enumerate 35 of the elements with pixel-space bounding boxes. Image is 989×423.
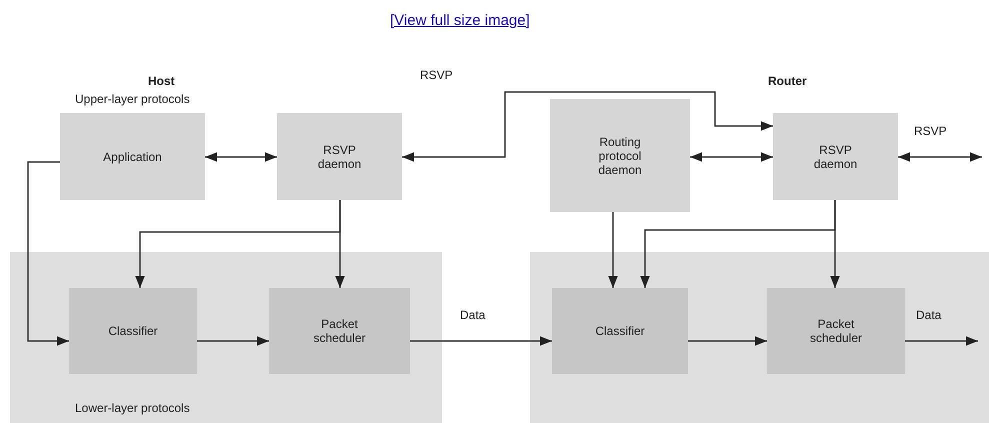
arrow <box>690 152 773 162</box>
arrow <box>830 200 840 288</box>
section-heading: Host <box>148 73 175 90</box>
node-label: RSVP daemon <box>812 142 858 170</box>
layer-panel <box>10 252 442 423</box>
layer-panel <box>530 252 989 423</box>
layer-label: Upper-layer protocols <box>75 91 190 108</box>
arrow <box>898 152 982 162</box>
view-image-link: [View full size image] <box>390 11 530 31</box>
process-box <box>269 288 410 374</box>
process-box <box>69 288 197 374</box>
node-label: Routing protocol daemon <box>597 134 643 176</box>
arrow <box>905 336 978 346</box>
arrow <box>410 336 552 346</box>
process-box <box>60 113 205 200</box>
section-heading: Router <box>768 73 807 90</box>
node-label: Packet scheduler <box>808 317 864 345</box>
node-label: Lower-layer protocols <box>75 400 190 417</box>
process-box <box>277 113 402 200</box>
node-label: Classifier <box>594 324 646 338</box>
arrow <box>335 200 345 288</box>
arrow <box>608 212 618 288</box>
node-label: Application <box>102 150 163 164</box>
arrow <box>402 91 773 162</box>
process-box <box>767 288 905 374</box>
node-label: Packet scheduler <box>312 317 367 345</box>
arrow <box>197 336 269 346</box>
arrow <box>27 161 69 346</box>
arrow <box>688 336 767 346</box>
node-label: Classifier <box>107 324 159 338</box>
process-box <box>552 288 688 374</box>
process-box <box>550 99 690 212</box>
node-label: RSVP daemon <box>316 142 362 170</box>
process-box <box>773 113 898 200</box>
arrow <box>205 152 277 162</box>
